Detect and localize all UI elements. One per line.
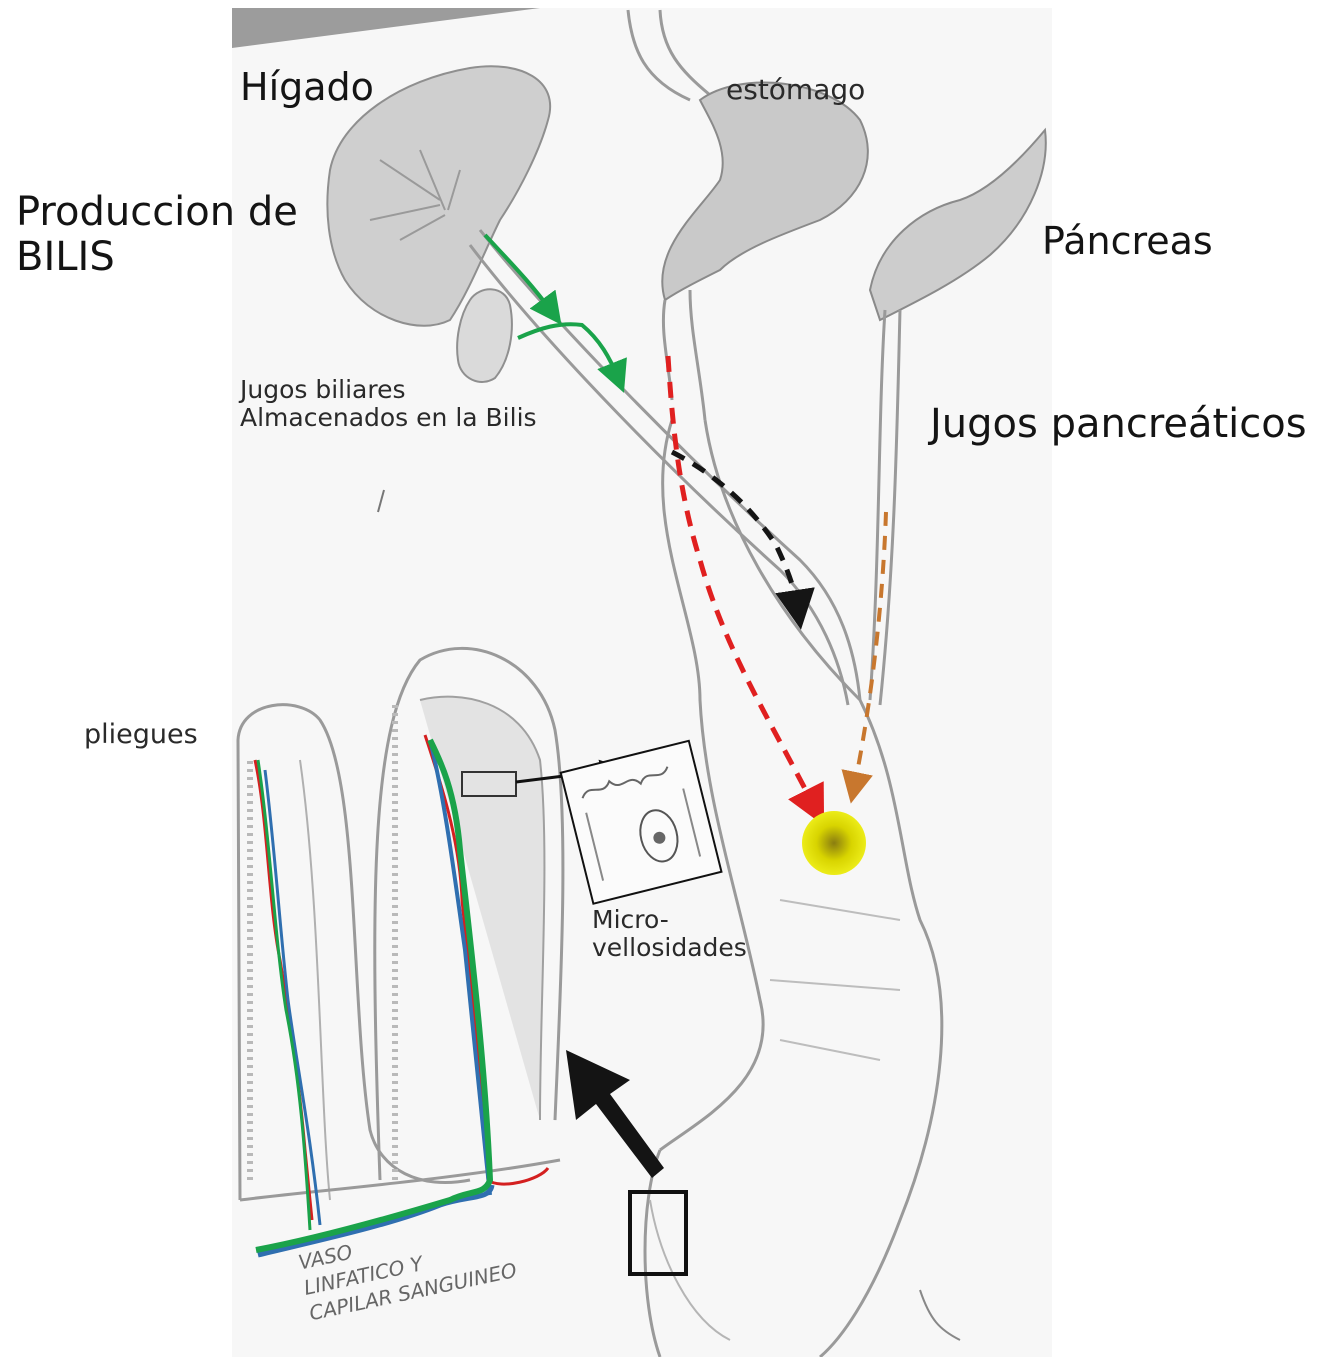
bile-juices-label: Jugos biliares Almacenados en la Bilis bbox=[240, 376, 537, 432]
bile-production-label: Produccion de BILIS bbox=[16, 190, 298, 280]
bile-juices-line-2: Almacenados en la Bilis bbox=[240, 404, 537, 432]
microvilli-label: Micro- vellosidades bbox=[592, 906, 747, 962]
bile-production-line-1: Produccion de bbox=[16, 190, 298, 235]
stomach-label: estómago bbox=[726, 74, 865, 105]
liver-label: Hígado bbox=[240, 66, 374, 109]
microvilli-line-1: Micro- bbox=[592, 906, 747, 934]
folds-label: pliegues bbox=[84, 720, 198, 750]
microvilli-line-2: vellosidades bbox=[592, 934, 747, 962]
junction-marker bbox=[802, 811, 866, 875]
pancreatic-juices-label: Jugos pancreáticos bbox=[930, 402, 1307, 447]
bile-juices-line-1: Jugos biliares bbox=[240, 376, 537, 404]
pancreas-label: Páncreas bbox=[1042, 220, 1213, 263]
bile-production-line-2: BILIS bbox=[16, 235, 298, 280]
